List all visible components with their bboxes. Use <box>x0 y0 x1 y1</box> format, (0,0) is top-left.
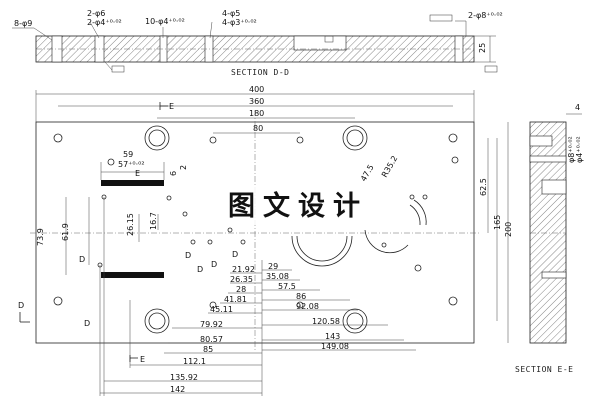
corner-hole <box>53 296 63 306</box>
dim-28: 28 <box>236 285 246 294</box>
small-hole <box>209 301 217 309</box>
dim-85: 85 <box>203 345 213 354</box>
section-ee-label: SECTION E-E <box>515 365 573 374</box>
corner-hole <box>448 296 458 306</box>
dim-142: 142 <box>170 385 185 394</box>
dim-4-phi5: 4-φ5 <box>222 9 240 18</box>
small-hole <box>296 136 304 144</box>
dim-61-9: 61.9 <box>61 223 70 241</box>
cut-letter-d: D <box>79 255 85 264</box>
dim-80: 80 <box>253 124 263 133</box>
dim-35-08: 35.08 <box>266 272 289 281</box>
dim-80-57: 80.57 <box>200 335 223 344</box>
dim-2: 2 <box>179 165 188 170</box>
guide-bore-bottom-right <box>342 308 368 334</box>
dim-135-92: 135.92 <box>170 373 198 382</box>
dim-8-phi9: 8-φ9 <box>14 19 32 28</box>
dim-57: 57⁺⁰·⁰² <box>118 160 145 169</box>
dim-45-11: 45.11 <box>210 305 233 314</box>
plan-view: 400 360 180 80 E <box>18 85 513 396</box>
horizontal-dimension-stack: 21.92 29 26.35 35.08 28 57.5 41.81 86 45… <box>99 197 416 396</box>
dim-25: 25 <box>478 43 487 53</box>
dim-2-phi4: 2-φ4⁺⁰·⁰² <box>87 18 122 27</box>
guide-bore-bottom-left <box>144 308 170 334</box>
dim-73-9: 73.9 <box>36 228 45 246</box>
section-dd-label: SECTION D-D <box>231 68 289 77</box>
cut-letter-d: D <box>232 250 238 259</box>
watermark-backdrop <box>219 185 389 225</box>
dim-62-5: 62.5 <box>479 178 488 196</box>
dim-26-15: 26.15 <box>126 213 135 236</box>
cut-letter-d: D <box>211 260 217 269</box>
dim-120-58: 120.58 <box>312 317 340 326</box>
cut-letter-d: D <box>197 265 203 274</box>
dim-47-5: 47.5 <box>359 163 376 183</box>
dim-16-7: 16.7 <box>149 212 158 230</box>
section-ee-view: 4 φ8⁺⁰·⁰² φ4⁺⁰·⁰² SECTION E-E <box>515 103 584 374</box>
dim-2-phi6: 2-φ6 <box>87 9 105 18</box>
dim-29: 29 <box>268 262 278 271</box>
dim-4-phi3: 4-φ3⁺⁰·⁰² <box>222 18 257 27</box>
dim-ee-phi4: φ4⁺⁰·⁰² <box>575 136 584 163</box>
cut-letter-e-top: E <box>169 102 174 111</box>
dim-ee-phi8: φ8⁺⁰·⁰² <box>567 136 576 163</box>
dim-200: 200 <box>504 222 513 237</box>
dim-2-phi8: 2-φ8⁺⁰·⁰² <box>468 11 503 20</box>
dim-57-5: 57.5 <box>278 282 296 291</box>
cut-letter-d: D <box>185 251 191 260</box>
cut-letter-e-bottom: E <box>140 355 145 364</box>
dim-360: 360 <box>249 97 264 106</box>
small-hole <box>451 156 459 164</box>
dim-ee-4: 4 <box>575 103 580 112</box>
dim-149-08: 149.08 <box>321 342 349 351</box>
dim-79-92: 79.92 <box>200 320 223 329</box>
section-dd-pocket <box>293 35 347 51</box>
dim-41-81: 41.81 <box>224 295 247 304</box>
dim-143: 143 <box>325 332 340 341</box>
dim-86: 86 <box>296 292 306 301</box>
guide-bore-top-right <box>342 125 368 151</box>
cut-letter-d: D <box>84 319 90 328</box>
small-hole <box>107 158 115 166</box>
small-hole <box>209 136 217 144</box>
corner-hole <box>53 133 63 143</box>
dim-10-phi4: 10-φ4⁺⁰·⁰² <box>145 17 185 26</box>
watermark-text: 图文设计 <box>228 190 368 222</box>
slot-lower <box>101 272 164 278</box>
guide-bore-top-left <box>144 125 170 151</box>
section-ee-plate <box>529 121 567 344</box>
dim-112-1: 112.1 <box>183 357 206 366</box>
cut-letter-d-left: D <box>18 301 24 310</box>
dim-180: 180 <box>249 109 264 118</box>
dim-59: 59 <box>123 150 133 159</box>
section-dd-view: 8-φ9 2-φ6 2-φ4⁺⁰·⁰² 10-φ4⁺⁰·⁰² 4-φ5 4-φ3… <box>12 9 503 77</box>
small-hole <box>296 301 304 309</box>
dim-165: 165 <box>493 215 502 230</box>
insert-arc-right <box>364 229 409 254</box>
dim-92-08: 92.08 <box>296 302 319 311</box>
small-hole <box>414 264 422 272</box>
dim-r35-2: R35.2 <box>380 154 399 179</box>
insert-arc <box>291 235 353 267</box>
dim-26-35: 26.35 <box>230 275 253 284</box>
corner-hole <box>448 133 458 143</box>
dim-21-92: 21.92 <box>232 265 255 274</box>
slot-upper <box>101 180 164 186</box>
datum-tag <box>429 14 453 22</box>
dim-400: 400 <box>249 85 264 94</box>
dim-6: 6 <box>169 171 178 176</box>
cut-letter-e-mid: E <box>135 169 140 178</box>
